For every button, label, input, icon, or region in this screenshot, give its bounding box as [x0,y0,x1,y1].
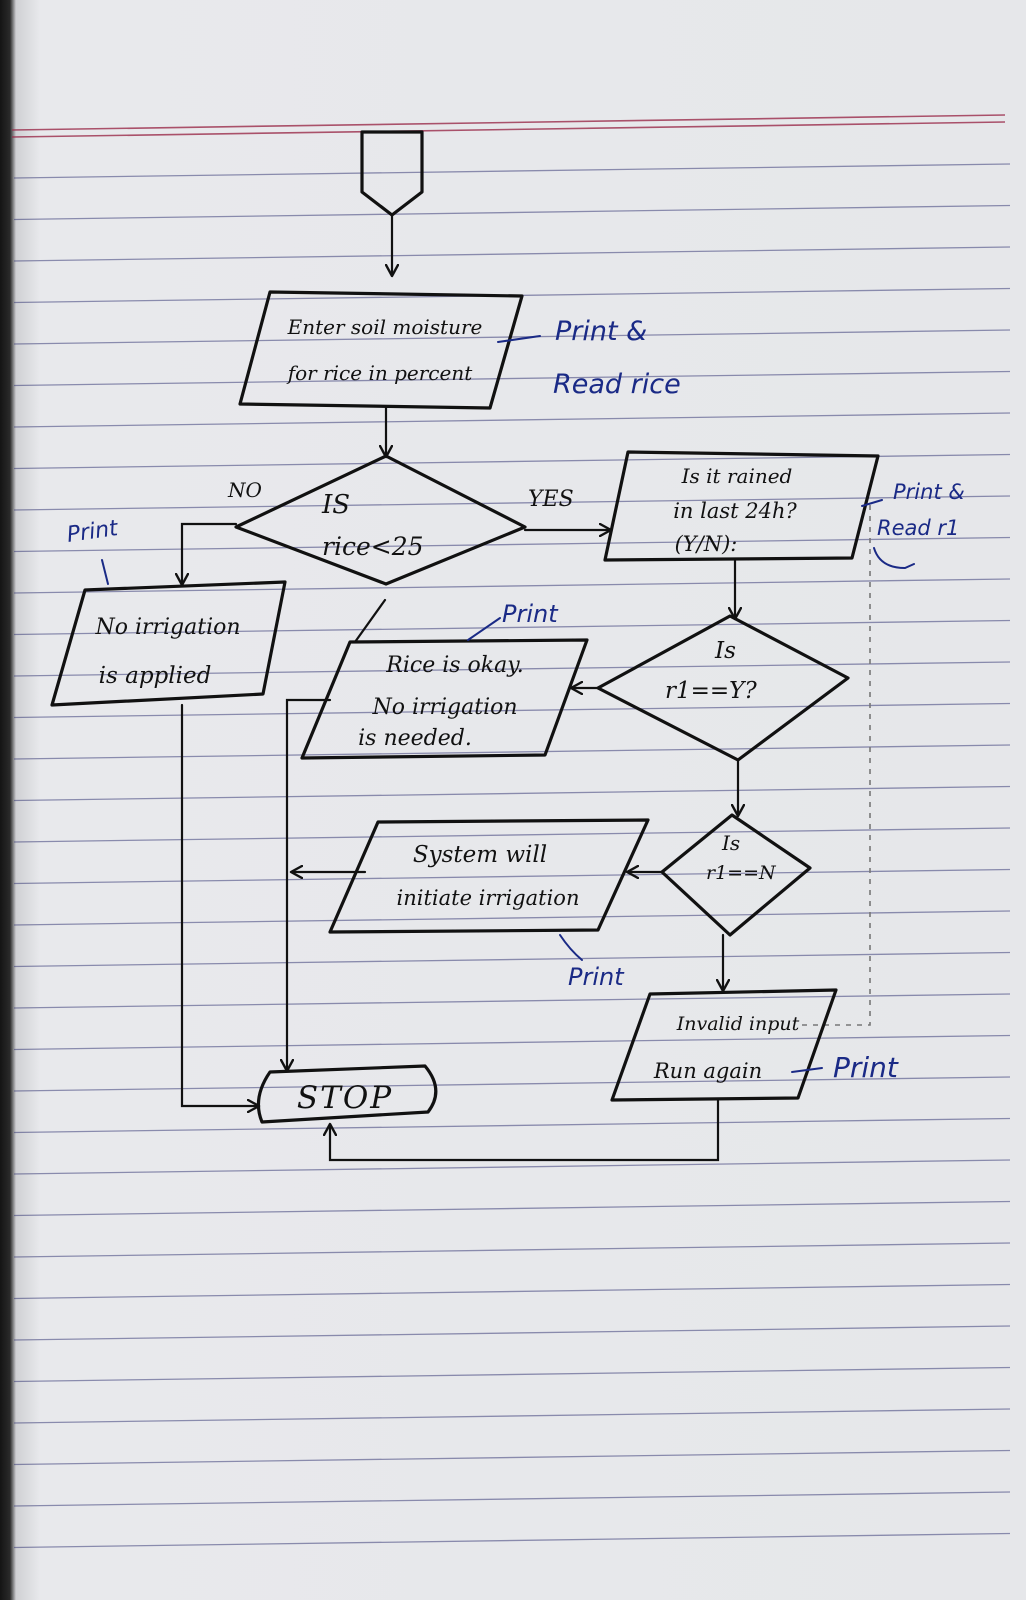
ruled-line [13,1449,1011,1466]
decision-rice-line1: IS [321,490,350,520]
line-no-irrigation-to-stop [180,703,258,1106]
decision-r1-equals-y: Is r1==Y? [596,614,850,762]
ruled-line [13,1159,1011,1175]
input-soil-moisture: Enter soil moisture for rice in percent [238,290,524,410]
note-print-no-irrigation: Print [65,516,120,548]
output-initiate-irrigation: System will initiate irrigation [328,818,650,934]
ruled-line [13,951,1011,968]
ruled-line [13,785,1011,802]
ruled-line [13,1200,1011,1217]
label-no: NO [227,478,262,502]
ruled-line [13,1283,1011,1300]
ruled-line [13,1325,1011,1341]
input-soil-moisture-line2: for rice in percent [286,361,473,385]
ruled-line [13,1532,1011,1549]
label-yes: YES [528,487,574,512]
line-invalid-to-stop [330,1098,720,1162]
arrow-no-to-no-irrigation [182,522,238,584]
ruled-line [13,868,1011,885]
note-print-read-r1-2: Read r1 [877,516,959,540]
note-print-irrigation: Print [568,963,625,991]
ruled-line [13,329,1011,345]
input-rain-line3: (Y/N): [675,532,738,556]
output-rice-okay: Rice is okay. No irrigation is needed. [300,638,589,760]
output-irrigation-line2: initiate irrigation [397,886,580,910]
output-invalid-input: Invalid input Run again [610,988,838,1102]
ruled-line [13,495,1011,511]
output-no-irrigation-line1: No irrigation [94,615,240,640]
ruled-line [13,246,1011,262]
ruled-line [13,1034,1011,1051]
ruled-line [13,619,1011,636]
decision-r1n-line2: r1==N [706,862,777,884]
ruled-line [13,827,1011,843]
output-rice-okay-line1: Rice is okay. [385,653,523,678]
note-connector-irrigation [559,934,583,961]
ruled-line [13,744,1011,760]
ruled-line [13,1491,1011,1507]
ruled-line [13,370,1011,387]
note-print-read-rice-2: Read rice [553,369,681,400]
output-invalid-line1: Invalid input [676,1013,800,1035]
decision-r1-equals-n: Is r1==N [660,813,812,937]
note-connector-no-irrigation [101,559,109,585]
note-print-rice-okay: Print [502,600,559,628]
stop-label: STOP [297,1080,393,1116]
ruled-line [13,993,1011,1009]
margin-lines [11,114,1006,138]
start-symbol [360,130,424,217]
ruled-line [13,1076,1011,1092]
decision-rice-lt-25: IS rice<25 [234,454,527,586]
output-rice-okay-line2: No irrigation [371,695,517,720]
output-no-irrigation: No irrigation is applied [50,580,287,707]
ruled-line [13,1366,1011,1383]
note-connector-moisture [497,335,541,343]
ruled-line [13,702,1011,719]
ruled-line [13,910,1011,926]
ruled-line [13,412,1011,428]
ruled-line [13,536,1011,553]
ruled-lines [13,163,1011,1549]
faint-line-rice-okay [353,598,387,644]
note-connector-rice-okay [467,617,501,641]
stop-terminal: STOP [256,1064,438,1124]
decision-r1n-line1: Is [721,831,740,855]
output-no-irrigation-line2: is applied [99,663,212,689]
decision-r1y-line1: Is [714,638,736,664]
decision-r1y-line2: r1==Y? [665,678,757,704]
output-irrigation-line1: System will [413,842,547,868]
ruled-line [13,661,1011,677]
pencil-guide-line [800,505,871,1026]
note-connector-invalid [791,1067,823,1073]
output-rice-okay-line3: is needed. [358,726,472,751]
output-invalid-line2: Run again [653,1059,762,1083]
ruled-line [13,163,1011,179]
ruled-line [13,1408,1011,1424]
note-connector-rain [861,499,915,570]
note-print-invalid: Print [833,1051,899,1084]
input-rain-line1: Is it rained [681,464,793,488]
line-rice-okay-to-stop [287,698,332,1070]
input-rain-last-24h: Is it rained in last 24h? (Y/N): [603,450,880,562]
ruled-line [13,1117,1011,1134]
ruled-line [13,1242,1011,1258]
input-soil-moisture-line1: Enter soil moisture [287,315,483,339]
input-rain-line2: in last 24h? [673,499,797,523]
note-print-read-r1-1: Print & [893,480,965,504]
ruled-line [13,578,1011,594]
note-print-read-rice-1: Print & [555,316,647,347]
decision-rice-line2: rice<25 [322,532,424,561]
ruled-line [13,204,1011,221]
